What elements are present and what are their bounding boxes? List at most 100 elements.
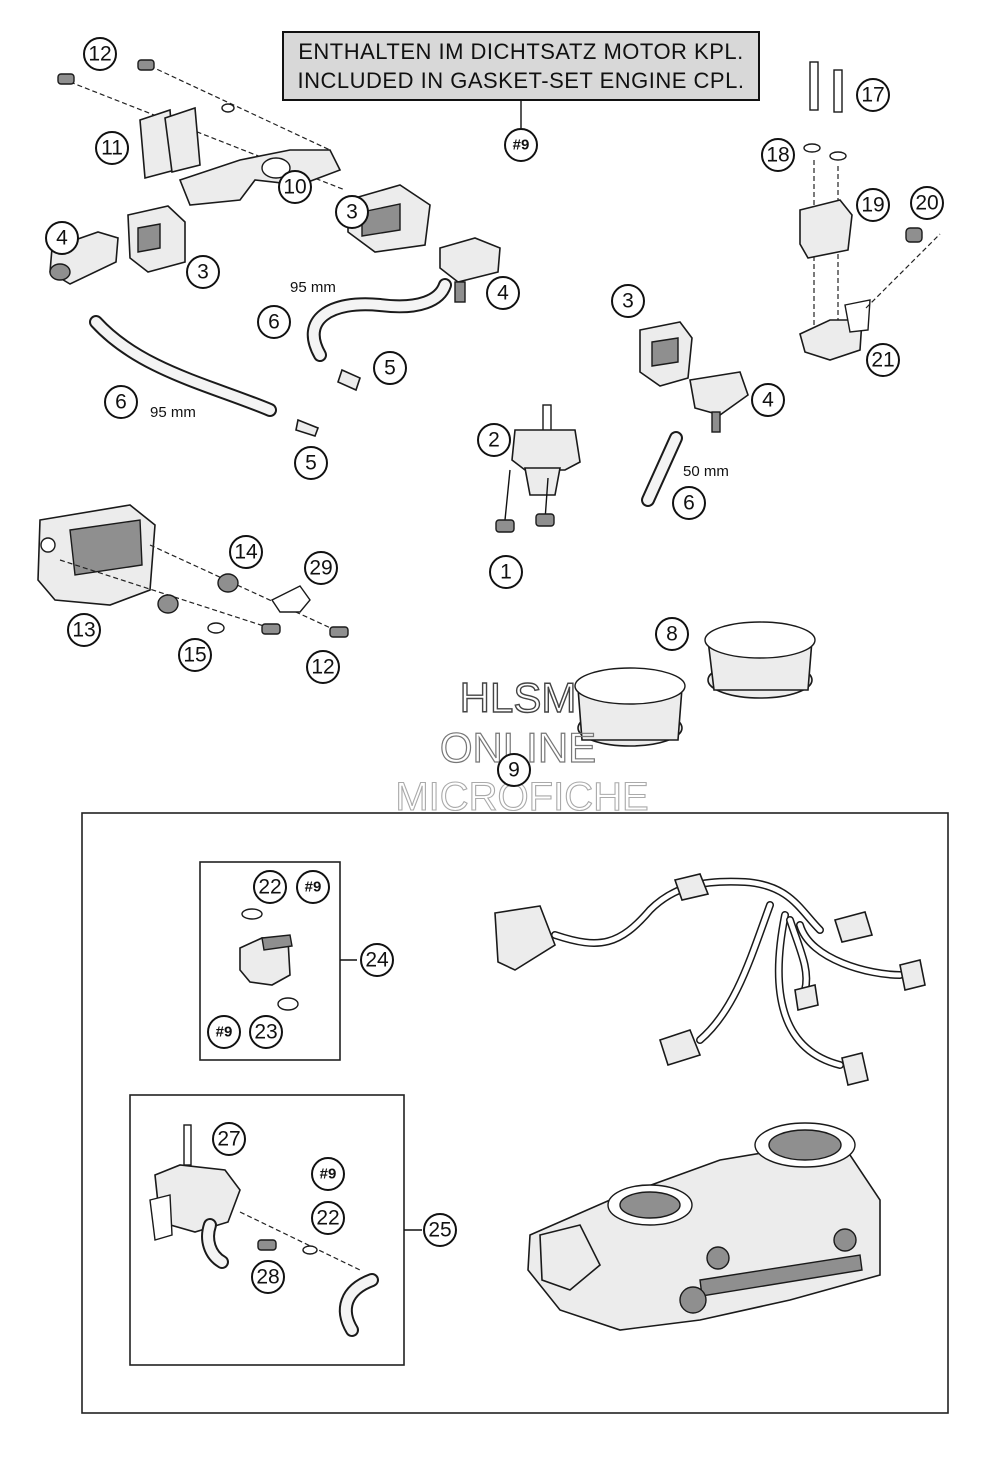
svg-text:8: 8 [666,623,678,646]
callout-19: 19 [856,188,890,222]
ecu-assembly [37,504,349,638]
left-sensor-group [49,205,320,437]
svg-text:4: 4 [497,282,509,305]
svg-text:20: 20 [915,192,938,215]
injector-box [199,861,357,1061]
callout-4: 4 [486,276,520,310]
callout-4: 4 [751,383,785,417]
callout-3: 3 [335,195,369,229]
callout-ref-9: #9 [296,870,330,904]
svg-text:18: 18 [766,144,789,167]
throttle-body [527,1122,881,1331]
callout-4: 4 [45,221,79,255]
callout-8: 8 [655,617,689,651]
callout-ref-9: #9 [207,1015,241,1049]
callout-22: 22 [311,1201,345,1235]
hose-length-a: 95 mm [290,279,336,296]
center-sensor-group [306,184,501,392]
callout-1: 1 [489,555,523,589]
watermark-line1: HLSM [460,674,577,721]
callout-10: 10 [278,170,312,204]
svg-text:2: 2 [488,429,500,452]
callout-5: 5 [373,351,407,385]
callout-ref-9: #9 [504,128,538,162]
right-sensor-group [639,321,749,507]
callout-9: 9 [497,753,531,787]
svg-text:6: 6 [683,492,695,515]
bracket-assembly [57,59,346,206]
hose-length-b: 95 mm [150,404,196,421]
callout-25: 25 [423,1213,457,1247]
svg-text:28: 28 [256,1266,279,1289]
callout-11: 11 [95,131,129,165]
svg-text:6: 6 [268,311,280,334]
svg-text:#9: #9 [513,137,530,154]
svg-text:15: 15 [183,644,206,667]
callout-12: 12 [306,650,340,684]
callout-21: 21 [866,343,900,377]
svg-text:9: 9 [508,759,520,782]
throttle-sensor [495,404,581,533]
callout-18: 18 [761,138,795,172]
callout-12: 12 [83,37,117,71]
svg-text:6: 6 [115,391,127,414]
svg-text:12: 12 [88,43,111,66]
callout-23: 23 [249,1015,283,1049]
svg-text:23: 23 [254,1021,277,1044]
callout-15: 15 [178,638,212,672]
banner-line-en: INCLUDED IN GASKET-SET ENGINE CPL. [298,68,745,93]
callout-22: 22 [253,870,287,904]
svg-text:5: 5 [384,357,396,380]
callout-6: 6 [104,385,138,419]
svg-text:22: 22 [258,876,281,899]
callout-27: 27 [212,1122,246,1156]
svg-text:5: 5 [305,452,317,475]
svg-text:4: 4 [56,227,68,250]
svg-text:19: 19 [861,194,884,217]
callout-2: 2 [477,423,511,457]
bypass-box [129,1094,422,1366]
callout-6: 6 [672,486,706,520]
hose-length-c: 50 mm [683,463,729,480]
callout-3: 3 [186,255,220,289]
svg-text:#9: #9 [320,1166,337,1183]
gasket-set-banner: ENTHALTEN IM DICHTSATZ MOTOR KPL. INCLUD… [282,31,760,101]
svg-text:29: 29 [309,557,332,580]
dimension-labels: 95 mm 95 mm 50 mm [150,279,729,480]
banner-line-de: ENTHALTEN IM DICHTSATZ MOTOR KPL. [298,39,744,64]
top-right-bracket [799,61,941,361]
svg-text:22: 22 [316,1207,339,1230]
svg-text:4: 4 [762,389,774,412]
svg-text:14: 14 [234,541,258,564]
callout-29: 29 [304,551,338,585]
callout-24: 24 [360,943,394,977]
callout-17: 17 [856,78,890,112]
wiring-harness [494,873,926,1086]
callout-20: 20 [910,186,944,220]
callout-3: 3 [611,284,645,318]
svg-text:24: 24 [365,949,389,972]
svg-text:11: 11 [101,137,123,160]
svg-text:12: 12 [311,656,334,679]
callout-5: 5 [294,446,328,480]
intake-rings [574,621,816,747]
callout-14: 14 [229,535,263,569]
svg-text:1: 1 [500,561,512,584]
svg-text:#9: #9 [216,1024,233,1041]
lower-frame [81,812,949,1414]
svg-text:13: 13 [72,619,95,642]
svg-text:10: 10 [283,176,306,199]
svg-text:17: 17 [861,84,884,107]
svg-text:3: 3 [346,201,358,224]
callout-ref-9: #9 [311,1157,345,1191]
svg-text:25: 25 [428,1219,451,1242]
callout-6: 6 [257,305,291,339]
svg-text:27: 27 [217,1128,240,1151]
svg-text:#9: #9 [305,879,322,896]
callout-13: 13 [67,613,101,647]
svg-text:3: 3 [197,261,209,284]
callout-28: 28 [251,1260,285,1294]
svg-text:3: 3 [622,290,634,313]
svg-text:21: 21 [871,349,894,372]
